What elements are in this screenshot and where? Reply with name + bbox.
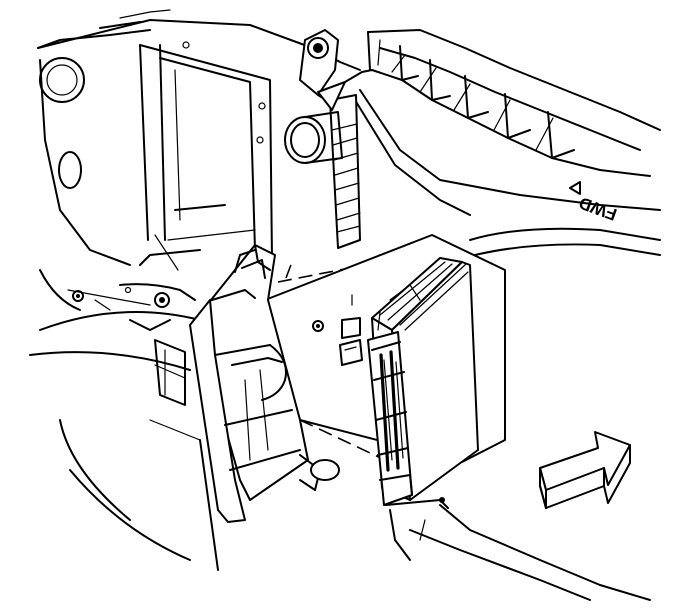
air-inlet-duct xyxy=(284,29,373,249)
direction-arrow-icon xyxy=(539,431,631,509)
control-module xyxy=(367,257,479,509)
module-bracket xyxy=(189,244,340,523)
radiator-support xyxy=(29,9,361,571)
inner-fender xyxy=(389,504,651,601)
fan-shroud: FWD xyxy=(354,29,661,256)
fwd-triangle-icon xyxy=(569,181,581,195)
fwd-label: FWD xyxy=(576,193,619,224)
fwd-text: FWD xyxy=(576,193,619,224)
